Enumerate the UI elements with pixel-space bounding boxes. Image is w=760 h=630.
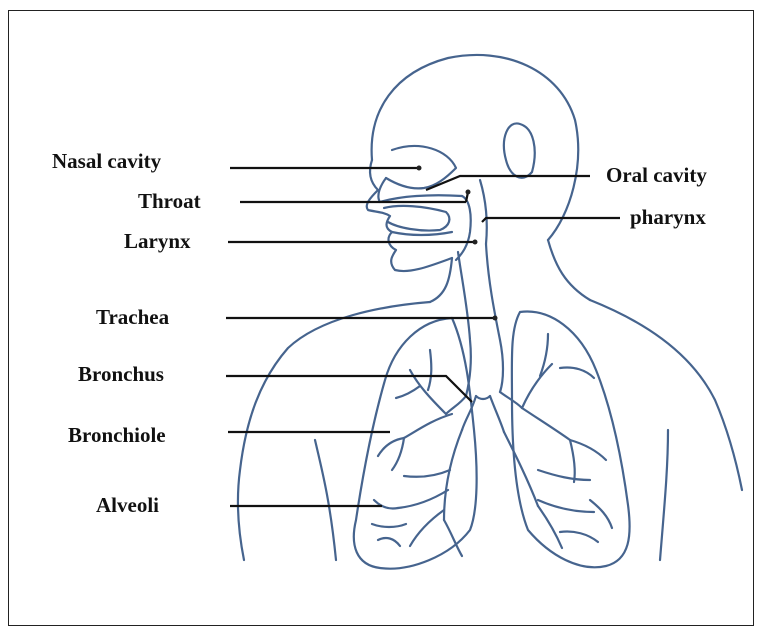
pharynx-leader	[482, 218, 620, 222]
larynx-dot	[473, 240, 478, 245]
throat-dot	[466, 190, 471, 195]
leader-lines	[226, 166, 620, 507]
trachea-dot	[493, 316, 498, 321]
oral-cavity-leader	[426, 176, 590, 190]
label-bronchiole: Bronchiole	[68, 423, 166, 447]
bronchus-leader	[226, 376, 472, 402]
label-nasal-cavity: Nasal cavity	[52, 149, 162, 173]
left-lung	[354, 318, 477, 569]
nasal-cavity-dot	[417, 166, 422, 171]
label-larynx: Larynx	[124, 229, 191, 253]
label-bronchus: Bronchus	[78, 362, 164, 386]
labels: Nasal cavity Throat Larynx Trachea Bronc…	[52, 149, 707, 517]
label-oral-cavity: Oral cavity	[606, 163, 707, 187]
label-alveoli: Alveoli	[96, 493, 159, 517]
body-outline	[238, 55, 742, 560]
label-pharynx: pharynx	[630, 205, 706, 229]
label-throat: Throat	[138, 189, 201, 213]
label-trachea: Trachea	[96, 305, 170, 329]
right-lung	[504, 312, 630, 568]
trachea	[446, 244, 522, 432]
